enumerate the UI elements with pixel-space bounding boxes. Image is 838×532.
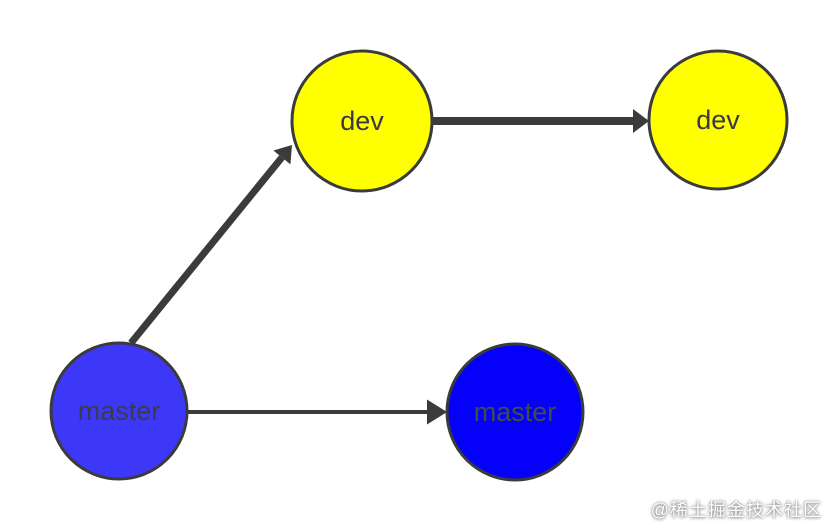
node-dev-top-right <box>647 49 789 191</box>
node-dev-top-left <box>290 49 434 193</box>
node-master-bottom-left <box>49 341 189 481</box>
node-master-bottom-right <box>445 342 585 482</box>
edge-master-to-master-arrowhead <box>427 399 447 425</box>
node-label-dev-top-right: dev <box>696 105 740 135</box>
node-label-master-bottom-left: master <box>78 396 161 426</box>
node-label-master-bottom-right: master <box>474 397 557 427</box>
node-label-dev-top-left: dev <box>340 106 384 136</box>
edge-dev-to-dev-arrowhead <box>633 109 649 133</box>
edge-master-to-dev-line <box>128 155 285 346</box>
edge-master-to-dev-arrowhead <box>273 145 292 165</box>
watermark: @稀土掘金技术社区 <box>650 500 822 520</box>
